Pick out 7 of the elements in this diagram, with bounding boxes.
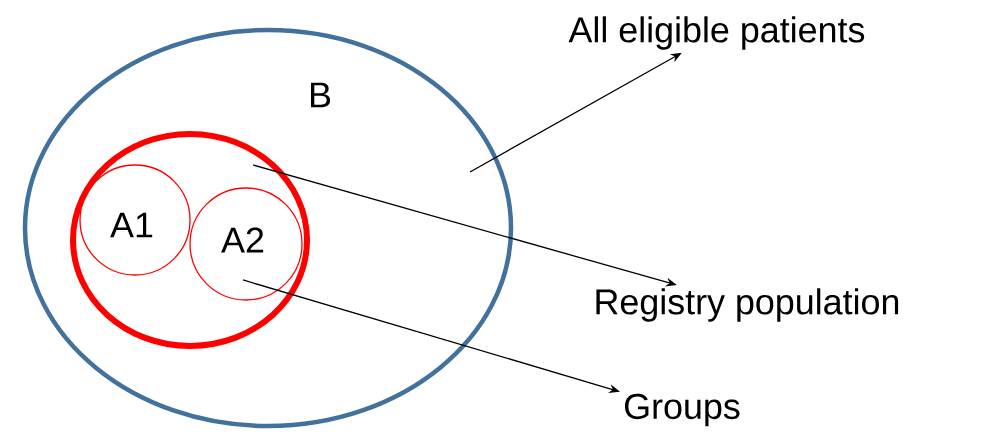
region-label: B <box>311 82 331 108</box>
region-label: A1 <box>110 212 153 238</box>
text-label: Groups <box>625 393 740 427</box>
ellipse <box>70 131 310 349</box>
region-label: A2 <box>221 227 264 253</box>
text-label: All eligible patients <box>568 16 865 50</box>
text-label: Registry population <box>596 288 899 322</box>
